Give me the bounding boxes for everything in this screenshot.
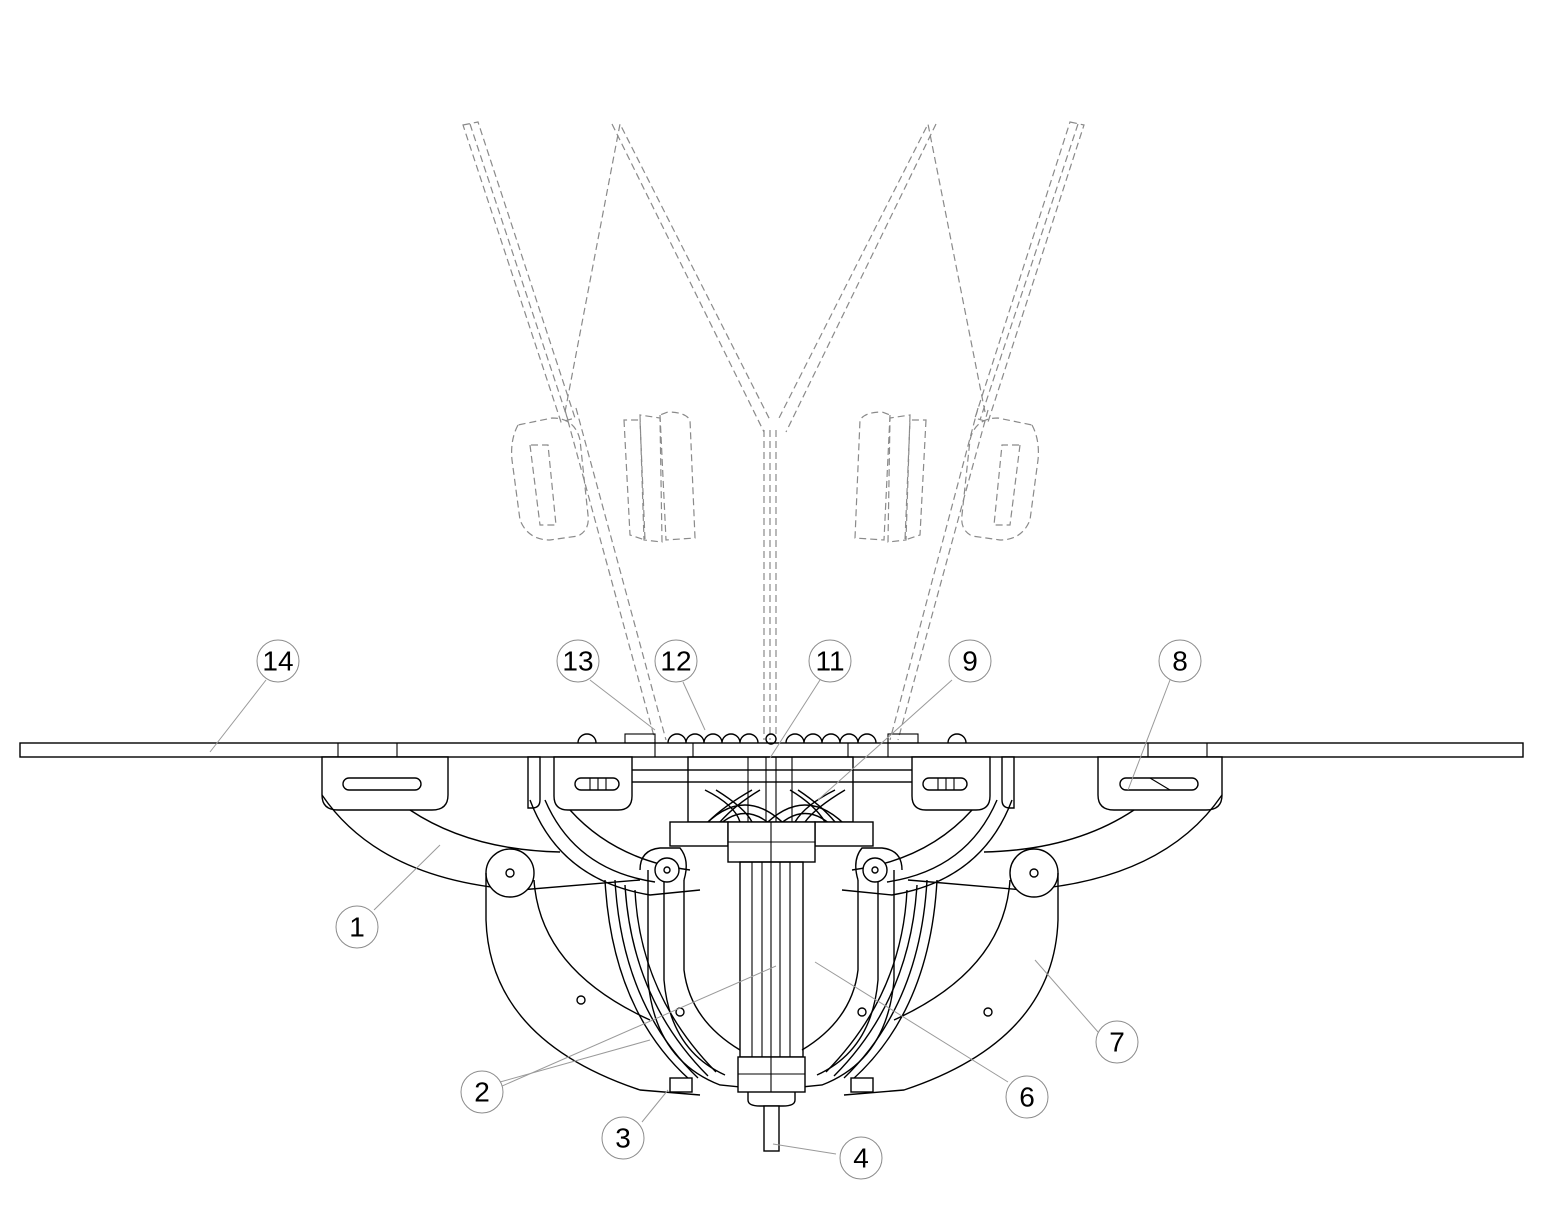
callout-4: 4 bbox=[839, 1136, 883, 1180]
callout-number: 13 bbox=[562, 646, 593, 677]
central-rod bbox=[739, 861, 804, 1058]
lower-arms bbox=[485, 848, 1059, 1096]
callout-number: 8 bbox=[1172, 646, 1188, 677]
outer-brackets bbox=[321, 756, 1223, 811]
callout-1: 1 bbox=[335, 905, 379, 949]
callout-circle bbox=[556, 639, 600, 683]
open-position-phantom bbox=[462, 121, 1085, 741]
lower-slider bbox=[669, 1056, 874, 1107]
ball-row bbox=[577, 733, 967, 745]
callout-circle bbox=[1095, 1020, 1139, 1064]
callout-8: 8 bbox=[1158, 639, 1202, 683]
layered-links bbox=[604, 879, 938, 1081]
callout-number: 4 bbox=[853, 1143, 869, 1174]
callout-number: 7 bbox=[1109, 1027, 1125, 1058]
callout-circle bbox=[601, 1116, 645, 1160]
callout-11: 11 bbox=[808, 639, 852, 683]
callout-number: 14 bbox=[262, 646, 293, 677]
callout-number: 11 bbox=[815, 646, 844, 677]
callout-6: 6 bbox=[1005, 1075, 1049, 1119]
callout-number: 9 bbox=[962, 646, 978, 677]
callout-number: 2 bbox=[474, 1077, 490, 1108]
callout-7: 7 bbox=[1095, 1020, 1139, 1064]
callout-number: 3 bbox=[615, 1123, 631, 1154]
callout-13: 13 bbox=[556, 639, 600, 683]
callout-circle bbox=[256, 639, 300, 683]
inner-brackets bbox=[527, 756, 1015, 811]
callout-2: 2 bbox=[460, 1070, 504, 1114]
callout-3: 3 bbox=[601, 1116, 645, 1160]
base-plate bbox=[19, 733, 1524, 758]
callout-number: 6 bbox=[1019, 1082, 1035, 1113]
output-shaft bbox=[763, 1105, 780, 1152]
callout-circle bbox=[948, 639, 992, 683]
callout-12: 12 bbox=[654, 639, 698, 683]
callout-circle bbox=[839, 1136, 883, 1180]
callout-circle bbox=[808, 639, 852, 683]
upper-slider bbox=[669, 821, 874, 863]
callout-circle bbox=[335, 905, 379, 949]
leader-lines bbox=[209, 679, 1171, 1155]
callout-14: 14 bbox=[256, 639, 300, 683]
callout-number: 1 bbox=[349, 912, 365, 943]
callout-circle bbox=[460, 1070, 504, 1114]
callout-circle bbox=[1158, 639, 1202, 683]
callout-circle bbox=[654, 639, 698, 683]
callout-9: 9 bbox=[948, 639, 992, 683]
callout-circle bbox=[1005, 1075, 1049, 1119]
callout-number: 12 bbox=[660, 646, 691, 677]
